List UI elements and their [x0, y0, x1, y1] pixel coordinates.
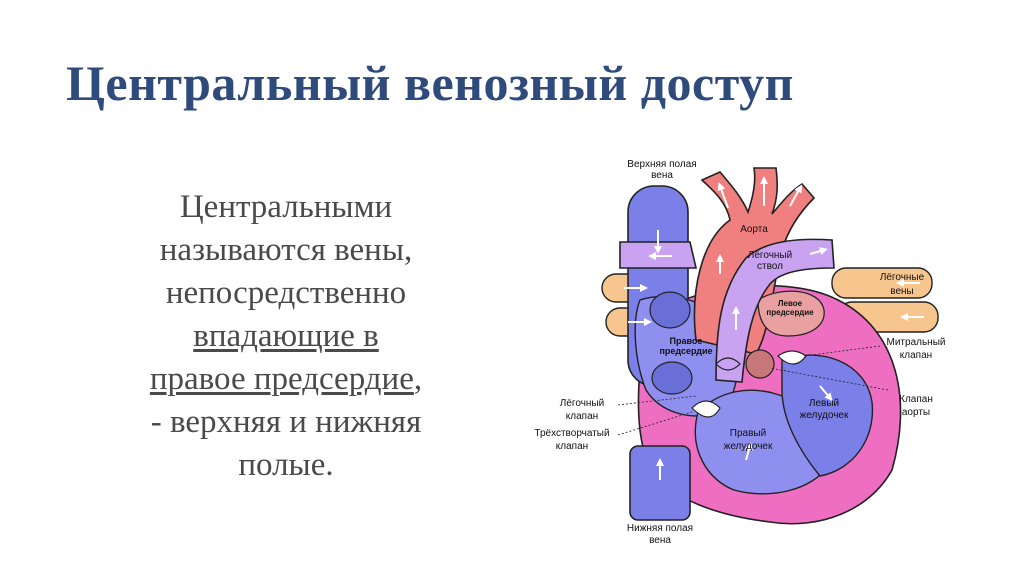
label-aortic-valve-2: аорты [902, 407, 930, 418]
heart-diagram: Верхняя полая вена Аорта Лёгочный ствол … [534, 159, 946, 546]
mitral-valve [777, 350, 807, 365]
label-pulmonary-valve-2: клапан [566, 411, 598, 422]
left-ventricle [781, 354, 874, 477]
body-line: называются вены, [159, 232, 413, 268]
slide-title: Центральный венозный доступ [66, 55, 794, 111]
label-pulmonary-valve-1: Лёгочный [560, 398, 604, 409]
label-svc-2: вена [651, 170, 673, 181]
underlined-phrase: впадающие в [193, 318, 379, 354]
label-aorta: Аорта [740, 224, 768, 235]
pulmonary-valve [715, 357, 741, 371]
label-right-atrium-2: предсердие [659, 346, 712, 356]
ivc-opening [651, 361, 693, 395]
label-right-ventricle-1: Правый [730, 428, 766, 439]
body-line: впадающие в [92, 315, 480, 358]
label-mitral-1: Митральный [887, 337, 946, 348]
tricuspid-valve [691, 400, 721, 418]
label-mitral-2: клапан [900, 350, 932, 361]
label-tricuspid-2: клапан [556, 441, 588, 452]
body-line: правое предсердие, [92, 358, 480, 401]
body-text: Центральными называются вены, непосредст… [92, 186, 480, 487]
aortic-valve [745, 349, 775, 379]
label-ivc-2: вена [649, 535, 671, 546]
label-pulmonary-trunk-1: Лёгочный [748, 250, 792, 261]
left-atrium [757, 290, 825, 337]
body-line: - верхняя и нижняя [150, 404, 422, 440]
label-left-atrium-1: Левое [778, 299, 803, 308]
label-left-atrium-2: предсердие [766, 308, 814, 317]
body-line: полые. [238, 447, 334, 483]
label-aortic-valve-1: Клапан [899, 394, 933, 405]
flow-arrows [624, 176, 924, 480]
label-left-ventricle-2: желудочек [800, 410, 849, 421]
body-line: непосредственно [165, 275, 407, 311]
body-line: Центральными [179, 189, 393, 225]
label-pulmonary-veins-1: Лёгочные [880, 272, 925, 283]
label-pulmonary-trunk-2: ствол [757, 261, 783, 272]
label-tricuspid-1: Трёхстворчатый [534, 428, 609, 439]
underlined-phrase: правое предсердие [149, 361, 414, 397]
label-svc-1: Верхняя полая [627, 159, 696, 170]
pulmonary-trunk [715, 238, 835, 383]
svc-opening [649, 291, 691, 329]
label-ivc-1: Нижняя полая [627, 523, 693, 534]
label-pulmonary-veins-2: вены [890, 286, 913, 297]
pointer-lines [617, 345, 889, 436]
comma: , [413, 361, 423, 397]
label-left-ventricle-1: Левый [809, 398, 839, 409]
label-right-atrium-1: Правое [670, 336, 703, 346]
inferior-vena-cava [629, 445, 691, 521]
label-right-ventricle-2: желудочек [724, 441, 773, 452]
